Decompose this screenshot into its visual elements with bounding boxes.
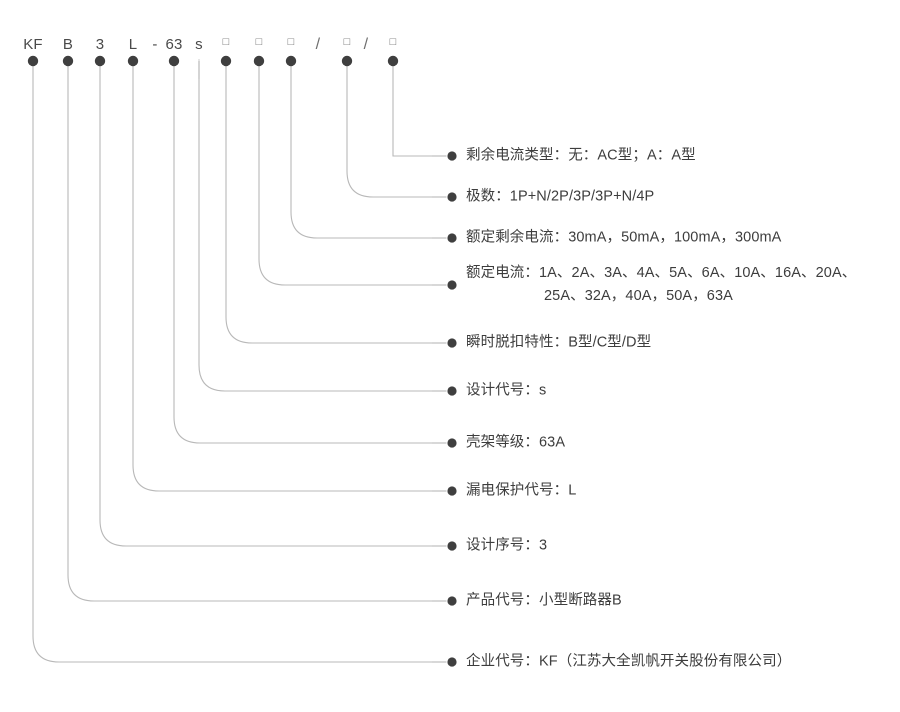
callout-label-line: 产品代号：小型断路器B bbox=[466, 592, 622, 609]
code-dot-box-4 bbox=[341, 55, 353, 67]
code-segment-63: 63 bbox=[165, 36, 183, 53]
code-dot-3 bbox=[94, 55, 106, 67]
code-segment-box-2: □ bbox=[255, 36, 263, 48]
connector-leakage-protection-code bbox=[132, 61, 447, 492]
label-bullet-frame-rating bbox=[447, 438, 457, 448]
code-dot-b bbox=[62, 55, 74, 67]
label-bullet-group bbox=[447, 151, 457, 667]
callout-label-line: 漏电保护代号：L bbox=[466, 482, 577, 499]
label-bullet-rated-residual-current bbox=[447, 233, 457, 243]
label-bullet-pole-number bbox=[447, 192, 457, 202]
code-dot-box-3 bbox=[285, 55, 297, 67]
code-segment-box-5: □ bbox=[389, 36, 397, 48]
code-segment-dash: - bbox=[152, 36, 158, 53]
label-bullet-product-code bbox=[447, 596, 457, 606]
callout-label-rated-residual-current: 额定剩余电流：30mA，50mA，100mA，300mA bbox=[466, 227, 781, 250]
code-dot-box-5 bbox=[387, 55, 399, 67]
callout-label-instantaneous-trip-characteristic: 瞬时脱扣特性：B型/C型/D型 bbox=[466, 332, 651, 355]
code-dot-l bbox=[127, 55, 139, 67]
code-dot-box-2 bbox=[253, 55, 265, 67]
code-segment-s: s bbox=[195, 36, 203, 53]
connector-pole-number bbox=[346, 61, 447, 198]
connector-rated-residual-current bbox=[290, 61, 447, 239]
callout-label-residual-current-type: 剩余电流类型：无：AC型；A：A型 bbox=[466, 145, 696, 168]
callout-label-line: 额定剩余电流：30mA，50mA，100mA，300mA bbox=[466, 229, 782, 246]
code-segment-slash-2: / bbox=[363, 36, 369, 53]
callout-label-pole-number: 极数：1P+N/2P/3P/3P+N/4P bbox=[466, 186, 654, 209]
connector-design-code bbox=[198, 61, 447, 392]
label-bullet-enterprise-code bbox=[447, 657, 457, 667]
connector-rated-current bbox=[258, 61, 447, 286]
code-dot-63 bbox=[168, 55, 180, 67]
label-bullet-instantaneous-trip-characteristic bbox=[447, 338, 457, 348]
callout-label-frame-rating: 壳架等级：63A bbox=[466, 432, 565, 455]
connector-residual-current-type bbox=[392, 61, 447, 157]
callout-label-design-sequence-number: 设计序号：3 bbox=[466, 535, 547, 558]
callout-label-line: 剩余电流类型：无：AC型；A：A型 bbox=[466, 147, 696, 164]
connector-frame-rating bbox=[173, 61, 447, 444]
code-dot-box-1 bbox=[220, 55, 232, 67]
label-bullet-rated-current bbox=[447, 280, 457, 290]
code-segment-box-4: □ bbox=[343, 36, 351, 48]
connector-product-code bbox=[67, 61, 447, 602]
callout-label-enterprise-code: 企业代号：KF（江苏大全凯帆开关股份有限公司） bbox=[466, 651, 791, 674]
code-segment-b: B bbox=[62, 36, 74, 53]
code-segment-box-3: □ bbox=[287, 36, 295, 48]
callout-label-design-code: 设计代号：s bbox=[466, 380, 546, 403]
code-dot-group bbox=[27, 55, 399, 67]
callout-label-line: 极数：1P+N/2P/3P/3P+N/4P bbox=[466, 188, 655, 205]
label-bullet-design-code bbox=[447, 386, 457, 396]
connector-path-group bbox=[32, 59, 447, 663]
label-bullet-design-sequence-number bbox=[447, 541, 457, 551]
label-bullet-residual-current-type bbox=[447, 151, 457, 161]
code-segment-l: L bbox=[128, 36, 138, 53]
callout-label-line: 企业代号：KF（江苏大全凯帆开关股份有限公司） bbox=[466, 653, 792, 670]
callout-label-line: 壳架等级：63A bbox=[466, 434, 566, 451]
callout-label-leakage-protection-code: 漏电保护代号：L bbox=[466, 480, 576, 503]
callout-label-product-code: 产品代号：小型断路器B bbox=[466, 590, 622, 613]
code-segment-3: 3 bbox=[95, 36, 105, 53]
connector-instantaneous-trip-characteristic bbox=[225, 61, 447, 344]
callout-label-line: 25A、32A，40A，50A，63A bbox=[544, 288, 733, 304]
connector-enterprise-code bbox=[32, 61, 447, 663]
connector-design-sequence-number bbox=[99, 61, 447, 547]
callout-label-line: 额定电流：1A、2A、3A、4A、5A、6A、10A、16A、20A、 bbox=[466, 265, 857, 281]
callout-label-line: 设计序号：3 bbox=[466, 537, 548, 554]
code-dot-kf bbox=[27, 55, 39, 67]
label-bullet-leakage-protection-code bbox=[447, 486, 457, 496]
code-segment-box-1: □ bbox=[222, 36, 230, 48]
callout-label-rated-current: 额定电流：1A、2A、3A、4A、5A、6A、10A、16A、20A、 25A、3… bbox=[466, 262, 856, 308]
code-segment-kf: KF bbox=[23, 36, 43, 53]
callout-label-line: 设计代号：s bbox=[466, 382, 547, 399]
code-segment-slash-1: / bbox=[315, 36, 321, 53]
callout-label-line: 瞬时脱扣特性：B型/C型/D型 bbox=[466, 334, 652, 351]
